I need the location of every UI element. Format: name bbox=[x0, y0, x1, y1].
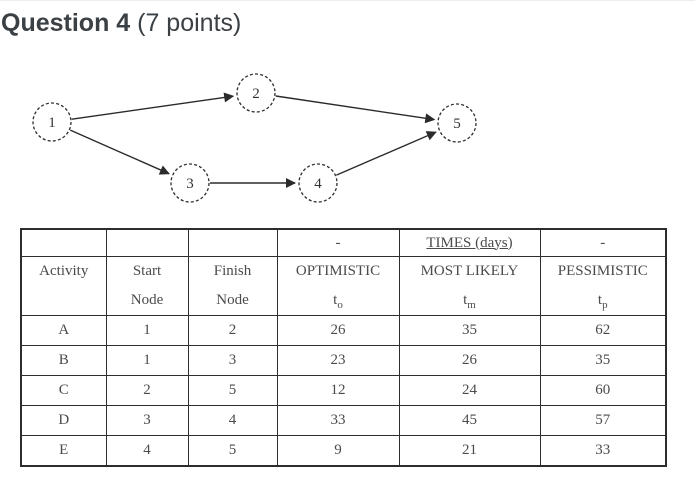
page-title: Question 4 (7 points) bbox=[1, 7, 241, 39]
group-header-empty-start bbox=[105, 228, 189, 257]
activity-times-table: - TIMES (days) - Activity Start Node Fin… bbox=[20, 228, 667, 467]
diagram-edge-2-5 bbox=[275, 95, 436, 124]
cell-pessimistic: 62 bbox=[539, 315, 667, 346]
node-label: 1 bbox=[48, 115, 56, 131]
col-header-finish-node: Finish Node bbox=[187, 256, 278, 316]
question-points-label: (7 points) bbox=[130, 9, 242, 37]
cell-optimistic: 12 bbox=[276, 375, 400, 406]
cell-activity: D bbox=[20, 405, 107, 436]
node-circle bbox=[298, 163, 338, 203]
cell-pessimistic: 57 bbox=[539, 405, 667, 436]
col-header-activity: Activity bbox=[20, 256, 107, 316]
table-row-activity-e: E 4 5 9 21 33 bbox=[20, 435, 667, 467]
node-label: 2 bbox=[252, 86, 260, 102]
cell-optimistic: 26 bbox=[276, 315, 400, 346]
table-group-header-row: - TIMES (days) - bbox=[20, 228, 667, 257]
cell-start-node: 1 bbox=[105, 345, 189, 376]
diagram-edge-4-5 bbox=[336, 131, 437, 176]
diagram-node-4: 4 bbox=[298, 163, 338, 203]
col-header-pessimistic: PESSIMISTIC tp bbox=[539, 256, 667, 316]
network-diagram: 1 2 3 4 5 bbox=[32, 73, 477, 203]
diagram-node-3: 3 bbox=[170, 163, 210, 203]
cell-finish-node: 4 bbox=[187, 405, 278, 436]
table-row-activity-d: D 3 4 33 45 57 bbox=[20, 405, 667, 436]
cell-pessimistic: 60 bbox=[539, 375, 667, 406]
diagram-node-2: 2 bbox=[236, 73, 276, 113]
cell-start-node: 4 bbox=[105, 435, 189, 467]
node-circle bbox=[437, 103, 477, 143]
cell-optimistic: 9 bbox=[276, 435, 400, 467]
cell-most-likely: 45 bbox=[398, 405, 541, 436]
group-header-times: TIMES (days) bbox=[398, 228, 541, 257]
diagram-node-5: 5 bbox=[437, 103, 477, 143]
cell-most-likely: 26 bbox=[398, 345, 541, 376]
cell-most-likely: 24 bbox=[398, 375, 541, 406]
col-header-start-node: Start Node bbox=[105, 256, 189, 316]
cell-optimistic: 33 bbox=[276, 405, 400, 436]
table-row-activity-c: C 2 5 12 24 60 bbox=[20, 375, 667, 406]
question-number-label: Question 4 bbox=[1, 9, 131, 37]
cell-start-node: 3 bbox=[105, 405, 189, 436]
cell-activity: A bbox=[20, 315, 107, 346]
node-label: 4 bbox=[314, 176, 322, 192]
diagram-edge-1-3 bbox=[70, 129, 170, 175]
cell-most-likely: 35 bbox=[398, 315, 541, 346]
cell-activity: C bbox=[20, 375, 107, 406]
group-header-empty-finish bbox=[187, 228, 278, 257]
cell-finish-node: 5 bbox=[187, 375, 278, 406]
cell-pessimistic: 35 bbox=[539, 345, 667, 376]
cell-finish-node: 2 bbox=[187, 315, 278, 346]
cell-start-node: 1 bbox=[105, 315, 189, 346]
cell-most-likely: 21 bbox=[398, 435, 541, 467]
cell-finish-node: 3 bbox=[187, 345, 278, 376]
node-circle bbox=[170, 163, 210, 203]
node-label: 5 bbox=[453, 116, 461, 132]
diagram-edge-1-2 bbox=[71, 92, 235, 120]
node-circle bbox=[32, 102, 72, 142]
cell-finish-node: 5 bbox=[187, 435, 278, 467]
group-header-dash-optimistic: - bbox=[276, 228, 400, 257]
node-circle bbox=[236, 73, 276, 113]
table-header-row: Activity Start Node Finish Node OPTIMIST… bbox=[20, 256, 667, 316]
group-header-empty-activity bbox=[20, 228, 107, 257]
times-days-label: TIMES (days) bbox=[426, 234, 513, 251]
col-header-optimistic: OPTIMISTIC to bbox=[276, 256, 400, 316]
diagram-node-1: 1 bbox=[32, 102, 72, 142]
node-label: 3 bbox=[186, 176, 194, 192]
cell-activity: E bbox=[20, 435, 107, 467]
col-header-most-likely: MOST LIKELY tm bbox=[398, 256, 541, 316]
cell-pessimistic: 33 bbox=[539, 435, 667, 467]
group-header-dash-pessimistic: - bbox=[539, 228, 667, 257]
cell-optimistic: 23 bbox=[276, 345, 400, 376]
cell-start-node: 2 bbox=[105, 375, 189, 406]
table-row-activity-a: A 1 2 26 35 62 bbox=[20, 315, 667, 346]
cell-activity: B bbox=[20, 345, 107, 376]
table-row-activity-b: B 1 3 23 26 35 bbox=[20, 345, 667, 376]
